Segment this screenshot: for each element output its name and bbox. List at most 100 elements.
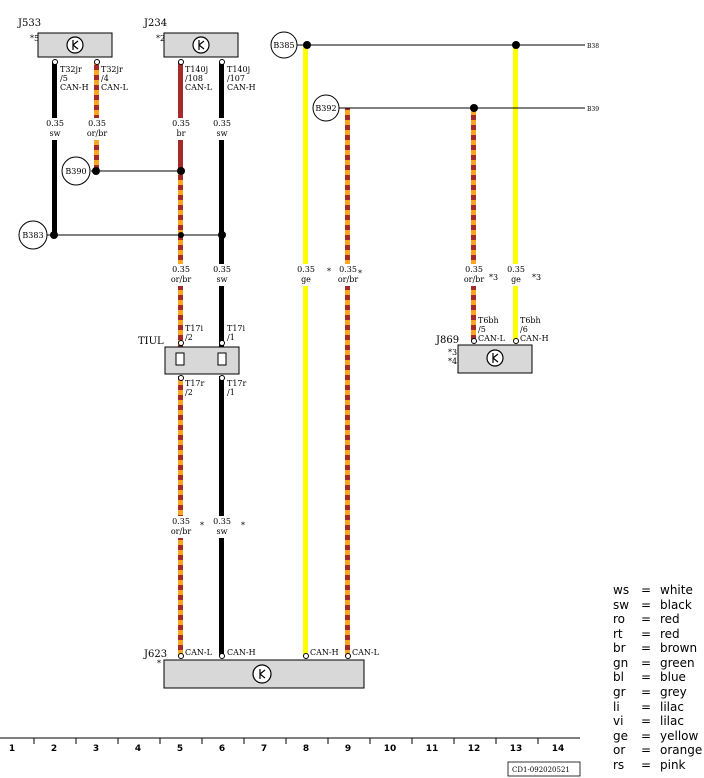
connector-name: T17r <box>227 379 247 388</box>
legend-eq: = <box>641 700 651 714</box>
junction-dot <box>218 231 226 239</box>
legend-eq: = <box>641 583 651 597</box>
legend-code: or <box>613 743 625 757</box>
legend-code: vi <box>613 714 623 728</box>
wire-color: or/br <box>171 275 191 284</box>
pin-signal: CAN-L <box>185 648 213 657</box>
legend-code: rs <box>613 758 624 772</box>
legend-code: ws <box>613 583 629 597</box>
component-j533[interactable]: J533 *5 <box>17 18 113 58</box>
wire-color: sw <box>50 129 61 138</box>
wire-size: 0.35 <box>507 265 525 274</box>
legend-code: ge <box>613 729 628 743</box>
legend-row: gr = grey <box>613 685 687 699</box>
component-label: J533 <box>17 18 41 29</box>
legend-name: pink <box>660 758 686 772</box>
wire-size: 0.35 <box>172 265 190 274</box>
node-b385[interactable]: B385 <box>270 31 298 59</box>
pin-terminal <box>94 59 100 65</box>
wire-size: 0.35 <box>213 119 231 128</box>
component-j234[interactable]: J234 *2 <box>143 18 239 58</box>
junction-dot <box>470 104 478 112</box>
connector-name: T6bh <box>520 316 541 325</box>
connector-pin: /1 <box>227 388 235 397</box>
connector-signal: CAN-L <box>185 83 213 92</box>
junction-dot <box>178 232 184 238</box>
wire-col12 <box>471 108 476 340</box>
legend-code: br <box>613 641 626 655</box>
wire-col2 <box>52 62 57 236</box>
transistor-icon <box>192 36 210 54</box>
legend-eq: = <box>641 641 651 655</box>
star-mark: * <box>200 521 204 530</box>
connector-signal: CAN-L <box>478 334 506 343</box>
connector-pin: /4 <box>101 74 109 83</box>
star-mark: *3 <box>532 273 541 282</box>
component-tiul[interactable]: TIUL <box>138 336 240 375</box>
transistor-icon <box>486 349 504 367</box>
wire-color: ge <box>511 275 521 284</box>
legend-row: bl = blue <box>613 670 686 684</box>
connector-pin-icon <box>175 352 185 366</box>
color-legend: ws = white sw = black ro = red rt = red … <box>613 583 702 772</box>
pin-terminal <box>219 375 225 381</box>
doc-code-box <box>507 761 581 777</box>
pin-signal: CAN-H <box>227 648 256 657</box>
legend-row: ws = white <box>613 583 693 597</box>
star-mark: * <box>241 521 245 530</box>
connector-signal: CAN-H <box>520 334 549 343</box>
legend-row: vi = lilac <box>613 714 684 728</box>
grid-number: 1 <box>9 744 15 754</box>
legend-row: rt = red <box>613 627 680 641</box>
grid-number: 6 <box>219 744 225 754</box>
legend-eq: = <box>641 729 651 743</box>
connector-name: T17i <box>185 324 204 333</box>
connector-name: T140j <box>185 65 208 74</box>
legend-row: ro = red <box>613 612 680 626</box>
legend-name: blue <box>660 670 686 684</box>
legend-name: red <box>660 612 680 626</box>
component-label: J234 <box>143 18 167 29</box>
legend-name: brown <box>660 641 697 655</box>
wire-color: ge <box>301 275 311 284</box>
component-label: J623 <box>143 649 167 660</box>
wire-size: 0.35 <box>213 265 231 274</box>
connector-name: T140j <box>227 65 250 74</box>
pin-terminal <box>513 338 519 344</box>
legend-code: gr <box>613 685 626 699</box>
wire-size: 0.35 <box>46 119 64 128</box>
legend-eq: = <box>641 656 651 670</box>
grid-number: 11 <box>426 744 439 754</box>
wire-size: 0.35 <box>172 517 190 526</box>
wire-size: 0.35 <box>297 265 315 274</box>
node-b383[interactable]: B383 <box>18 220 48 250</box>
wire-size: 0.35 <box>213 517 231 526</box>
legend-code: gn <box>613 656 628 670</box>
node-circle <box>61 156 91 186</box>
component-note: * <box>157 659 161 668</box>
transistor-icon <box>252 664 272 684</box>
junction-dot <box>512 41 520 49</box>
legend-eq: = <box>641 685 651 699</box>
wire-size: 0.35 <box>339 265 357 274</box>
connector-name: T32jr <box>60 65 82 74</box>
legend-eq: = <box>641 598 651 612</box>
grid-number: 13 <box>510 744 523 754</box>
node-b392[interactable]: B392 <box>312 94 340 122</box>
legend-name: black <box>660 598 692 612</box>
connector-pin: /5 <box>60 74 68 83</box>
pin-terminal <box>345 653 351 659</box>
component-j623[interactable]: J623 * <box>143 649 365 689</box>
legend-name: lilac <box>660 714 684 728</box>
pin-terminal <box>219 340 225 346</box>
wire-color: or/br <box>464 275 484 284</box>
pin-terminals <box>52 59 519 659</box>
node-label: B390 <box>65 167 86 176</box>
wire-size: 0.35 <box>172 119 190 128</box>
legend-name: orange <box>660 743 702 757</box>
offpage-ref: B39 <box>587 106 599 113</box>
component-j869[interactable]: J869 *3 *4 <box>435 335 533 374</box>
node-b390[interactable]: B390 <box>61 156 91 186</box>
transistor-icon <box>66 36 84 54</box>
component-note: *4 <box>448 357 457 366</box>
